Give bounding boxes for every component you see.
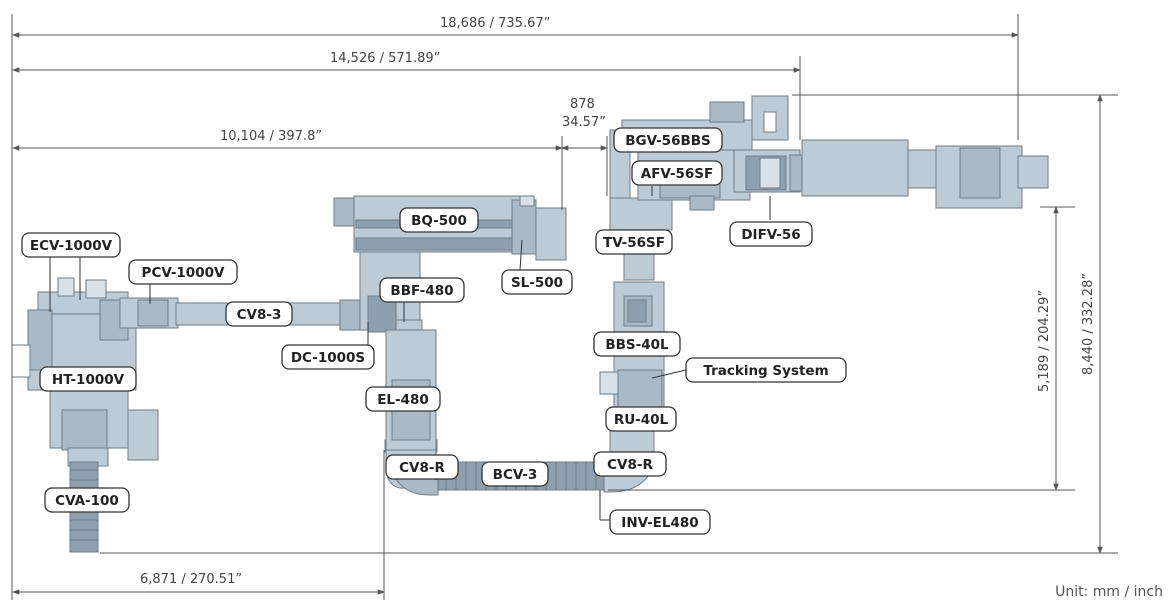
svg-text:DIFV-56: DIFV-56 — [741, 227, 800, 243]
label-bbs-40l: BBS-40L — [593, 331, 681, 357]
svg-text:DC-1000S: DC-1000S — [291, 350, 365, 366]
far-right-machines — [801, 139, 1049, 209]
dim-overall-width: 18,686 / 735.67” — [440, 16, 550, 31]
label-dc-1000s: DC-1000S — [281, 344, 375, 370]
label-sl-500: SL-500 — [501, 269, 573, 295]
component-labels: ECV-1000V PCV-1000V CV8-3 DC-1000S HT-10… — [21, 127, 847, 535]
svg-text:TV-56SF: TV-56SF — [603, 235, 665, 251]
dim-height-right: 5,189 / 204.29” — [1037, 290, 1052, 392]
svg-text:BGV-56BBS: BGV-56BBS — [625, 133, 711, 149]
dim-gap-mm: 878 — [570, 97, 595, 112]
svg-text:CVA-100: CVA-100 — [55, 493, 119, 509]
label-inv-el480: INV-EL480 — [609, 509, 711, 535]
svg-text:BBS-40L: BBS-40L — [605, 337, 669, 353]
label-cv8-r-left: CV8-R — [385, 454, 459, 480]
label-difv-56: DIFV-56 — [729, 221, 813, 247]
leader-lines — [49, 186, 771, 521]
label-bcv-3: BCV-3 — [481, 461, 549, 487]
dim-height-total: 8,440 / 332.28” — [1081, 273, 1096, 375]
dim-gap-in: 34.57” — [562, 115, 606, 130]
svg-text:INV-EL480: INV-EL480 — [621, 515, 698, 531]
label-el-480: EL-480 — [365, 386, 441, 412]
label-pcv-1000v: PCV-1000V — [128, 259, 238, 285]
label-bbf-480: BBF-480 — [379, 277, 465, 303]
svg-text:RU-40L: RU-40L — [614, 412, 669, 428]
top-right-assembly — [609, 95, 805, 211]
svg-text:EL-480: EL-480 — [377, 392, 429, 408]
svg-text:ECV-1000V: ECV-1000V — [30, 238, 113, 254]
label-cv8-3: CV8-3 — [225, 301, 293, 327]
label-cva-100: CVA-100 — [44, 487, 130, 513]
label-bq-500: BQ-500 — [399, 207, 479, 233]
svg-text:PCV-1000V: PCV-1000V — [142, 265, 225, 281]
label-tracking-system: Tracking System — [685, 357, 847, 383]
label-afv-56sf: AFV-56SF — [631, 160, 723, 186]
label-ecv-1000v: ECV-1000V — [21, 232, 121, 258]
unit-note: Unit: mm / inch — [1055, 584, 1163, 600]
svg-text:Tracking System: Tracking System — [703, 363, 828, 379]
svg-text:BBF-480: BBF-480 — [390, 283, 453, 299]
svg-text:HT-1000V: HT-1000V — [52, 372, 125, 388]
svg-text:SL-500: SL-500 — [511, 275, 563, 291]
label-ht-1000v: HT-1000V — [39, 366, 137, 392]
svg-text:BQ-500: BQ-500 — [411, 213, 467, 229]
dim-width-to-sl: 10,104 / 397.8” — [220, 129, 322, 144]
dim-left-to-el: 6,871 / 270.51” — [140, 572, 242, 587]
label-bgv-56bbs: BGV-56BBS — [613, 127, 723, 153]
svg-text:CV8-R: CV8-R — [607, 457, 653, 473]
svg-text:BCV-3: BCV-3 — [493, 467, 538, 483]
svg-text:AFV-56SF: AFV-56SF — [641, 166, 713, 182]
label-cv8-r-right: CV8-R — [593, 451, 667, 477]
label-ru-40l: RU-40L — [605, 406, 677, 432]
dimension-lines — [11, 14, 1118, 600]
svg-text:CV8-3: CV8-3 — [237, 307, 282, 323]
label-tv-56sf: TV-56SF — [595, 229, 673, 255]
dim-width-to-difv: 14,526 / 571.89” — [330, 51, 440, 66]
svg-text:CV8-R: CV8-R — [399, 460, 445, 476]
